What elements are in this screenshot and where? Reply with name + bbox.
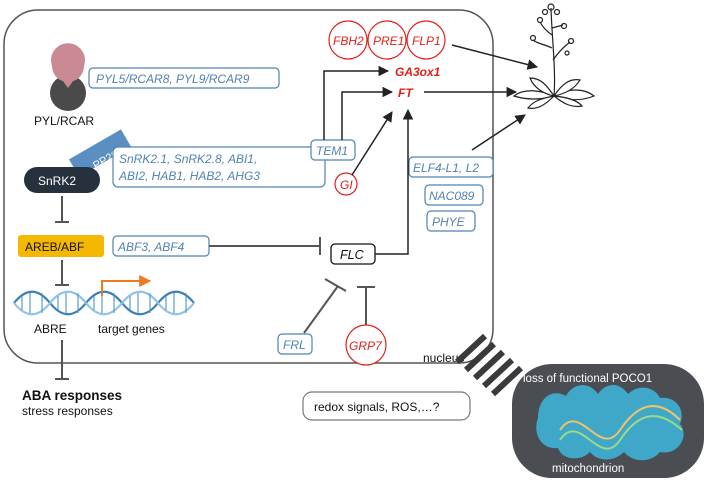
nac089-label: NAC089 (429, 189, 475, 203)
receptor-label: PYL/RCAR (34, 114, 94, 128)
elf4-to-plant-arrow (471, 114, 526, 151)
nucleus-boundary (3, 9, 494, 364)
stress-responses-label: stress responses (22, 404, 113, 418)
gi-label: GI (340, 178, 353, 192)
grp7-circle (345, 324, 387, 366)
snrk2-shape (24, 167, 100, 193)
grp7-inhibition (357, 286, 375, 325)
fbh2-circle (328, 20, 368, 60)
mitochondrion-label: mitochondrion (552, 463, 624, 475)
snrk2-genes-box (112, 146, 326, 188)
poco1-label: loss of functional POCO1 (523, 373, 652, 385)
aba-responses-label: ABA responses (22, 388, 122, 403)
frl-box (277, 333, 313, 355)
pyl-genes-label: PYL5/RCAR8, PYL9/RCAR9 (96, 72, 250, 86)
redox-label: redox signals, ROS,…? (314, 400, 440, 414)
abf-to-flc-inhibition (209, 237, 321, 255)
flp1-circle (406, 20, 446, 60)
fbh2-label: FBH2 (333, 34, 364, 48)
pre1-circle (367, 20, 407, 60)
areb-to-dna-inhibition (55, 260, 69, 286)
gi-to-ft-arrow (351, 111, 393, 176)
abf-genes-label: ABF3, ABF4 (117, 240, 185, 254)
redox-box (302, 391, 471, 421)
dna-helix-icon (13, 290, 195, 316)
tem1-arrows (323, 65, 394, 140)
plant-icon (512, 3, 596, 109)
flc-label: FLC (340, 248, 365, 262)
aba-response-inhibition (55, 340, 69, 380)
pre1-label: PRE1 (373, 34, 404, 48)
elf4-box (408, 156, 494, 178)
areb-label: AREB/ABF (25, 240, 84, 254)
nac089-box (424, 184, 484, 206)
phye-label: PHYE (432, 215, 466, 229)
snrk2-genes-line2: ABI2, HAB1, HAB2, AHG3 (118, 169, 260, 183)
nucleus-label: nucleus (423, 351, 464, 365)
abre-label: ABRE (34, 322, 67, 336)
grp7-label: GRP7 (349, 339, 383, 353)
elf4-label: ELF4-L1, L2 (413, 161, 479, 175)
areb-shape (18, 235, 104, 257)
snrk2-to-areb-inhibition (55, 196, 69, 223)
gi-circle (334, 172, 358, 196)
pyl-genes-box (88, 67, 280, 89)
target-genes-label: target genes (98, 322, 165, 336)
signal-stripes (454, 333, 524, 397)
flc-to-ft-arrow (375, 108, 414, 255)
target-gene-arrow (101, 275, 152, 296)
frl-inhibition (303, 278, 347, 334)
flp1-to-plant-arrow (451, 44, 539, 70)
ga3ox1-label: GA3ox1 (395, 65, 441, 79)
snrk2-genes-line1: SnRK2.1, SnRK2.8, ABI1, (119, 152, 257, 166)
mitochondrion-icon (512, 364, 704, 478)
phye-box (426, 210, 476, 232)
ft-label: FT (398, 86, 414, 100)
tem1-box (310, 139, 356, 161)
frl-label: FRL (283, 338, 306, 352)
tem1-label: TEM1 (316, 144, 348, 158)
snrk2-label: SnRK2 (38, 174, 76, 188)
flp1-label: FLP1 (412, 34, 441, 48)
receptor-icon (50, 43, 86, 111)
pp2c-shape (69, 129, 131, 177)
